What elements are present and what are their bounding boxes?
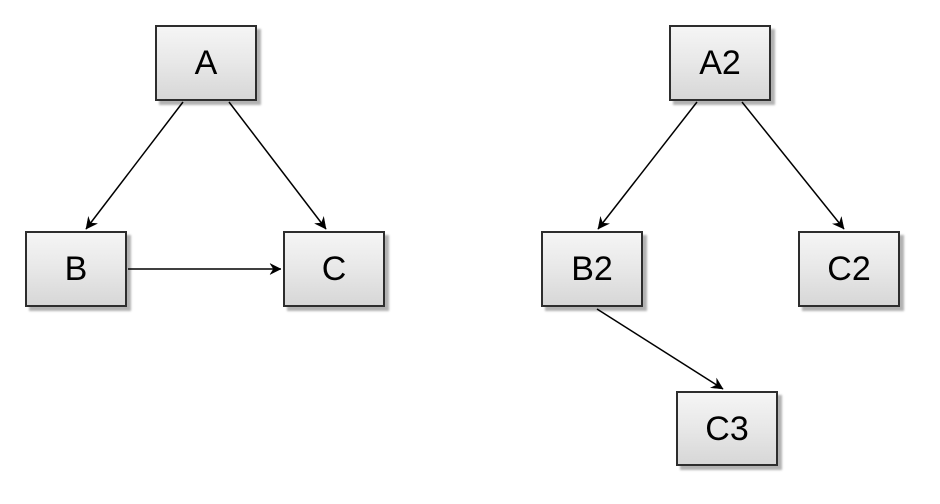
node-label-B: B xyxy=(64,250,88,288)
edge-A-to-B[interactable] xyxy=(85,101,184,230)
edge-A-to-C[interactable] xyxy=(228,101,327,230)
node-C3[interactable]: C3 xyxy=(676,391,778,466)
node-label-A2: A2 xyxy=(699,44,741,82)
edge-A2-to-B2[interactable] xyxy=(597,101,698,230)
node-B[interactable]: B xyxy=(25,231,127,307)
node-B2[interactable]: B2 xyxy=(541,231,643,307)
node-label-A: A xyxy=(194,44,218,82)
node-label-C2: C2 xyxy=(827,250,871,288)
node-C[interactable]: C xyxy=(283,231,385,307)
edge-B2-to-C3[interactable] xyxy=(596,308,723,390)
node-A2[interactable]: A2 xyxy=(669,25,771,101)
node-C2[interactable]: C2 xyxy=(798,231,900,307)
node-A[interactable]: A xyxy=(155,25,257,101)
edge-A2-to-C2[interactable] xyxy=(741,101,845,230)
node-label-C3: C3 xyxy=(705,409,749,448)
node-label-B2: B2 xyxy=(571,250,613,288)
node-label-C: C xyxy=(321,250,347,288)
